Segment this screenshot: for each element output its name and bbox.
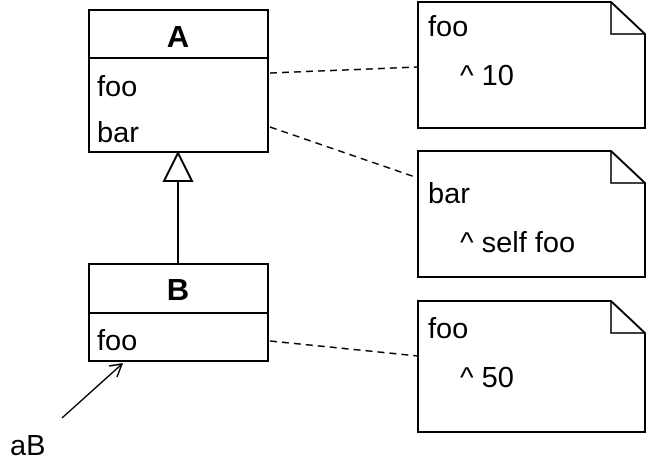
note-a-bar-frame	[417, 150, 646, 278]
note-b-foo-frame	[417, 300, 646, 433]
note-b-foo: foo ^ 50	[417, 300, 646, 433]
note-a-foo-line-2: ^ 10	[460, 60, 514, 92]
inheritance-arrow	[162, 150, 194, 264]
class-b-box: B foo	[88, 263, 269, 362]
instance-label: aB	[10, 430, 45, 462]
inheritance-triangle-icon	[162, 150, 194, 182]
instance-arrow-line	[61, 363, 123, 419]
note-connector-a-bar	[269, 126, 419, 179]
class-a-name: A	[167, 19, 189, 54]
note-b-foo-fold-icon	[610, 301, 645, 334]
note-connector-a-foo	[269, 66, 419, 74]
class-a-box: A foo bar	[88, 9, 269, 153]
class-b-name: B	[167, 272, 189, 307]
note-a-bar-line-1: bar	[428, 178, 470, 210]
class-a-method-foo: foo	[97, 71, 137, 103]
instance-arrowhead-icon	[108, 363, 124, 378]
class-a-frame	[88, 9, 269, 153]
note-a-bar-line-2: ^ self foo	[460, 227, 575, 259]
class-a-method-bar: bar	[97, 117, 139, 149]
class-b-method-foo: foo	[97, 325, 137, 357]
note-a-bar-fold-icon	[610, 151, 645, 184]
note-connector-b-foo	[269, 340, 419, 357]
note-a-bar: bar ^ self foo	[417, 150, 646, 278]
note-a-foo: foo ^ 10	[417, 1, 646, 129]
note-b-foo-line-1: foo	[428, 313, 468, 345]
note-a-foo-line-1: foo	[428, 11, 468, 43]
instance-arrow	[61, 363, 124, 419]
note-b-foo-line-2: ^ 50	[460, 362, 514, 394]
note-a-foo-fold-icon	[610, 2, 645, 35]
note-a-foo-frame	[417, 1, 646, 129]
